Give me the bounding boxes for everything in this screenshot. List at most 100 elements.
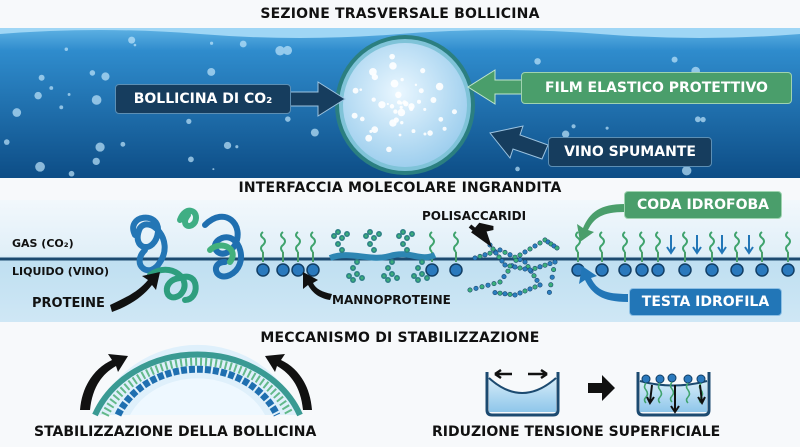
surfactant-tail-icon bbox=[669, 381, 675, 403]
polysaccharide-bead bbox=[499, 258, 505, 264]
bubble-dot bbox=[399, 105, 403, 109]
sugar-bead bbox=[419, 271, 425, 277]
bubble-dot bbox=[409, 106, 414, 111]
water-droplet bbox=[68, 170, 75, 177]
sugar-bead bbox=[415, 277, 421, 283]
water-droplet bbox=[89, 70, 96, 76]
bubble-dot bbox=[400, 120, 404, 125]
polysaccharide-bead bbox=[513, 257, 519, 263]
sugar-bead bbox=[367, 229, 373, 235]
polysaccharide-bead bbox=[549, 274, 555, 280]
polysaccharide-bead bbox=[502, 262, 508, 268]
sugar-bead bbox=[335, 241, 341, 247]
polysaccharide-bead bbox=[517, 257, 523, 263]
water-droplet bbox=[120, 141, 126, 147]
sugar-bead bbox=[335, 229, 341, 235]
hydrophobic-tail-icon bbox=[639, 231, 645, 253]
sugar-bead bbox=[367, 241, 373, 247]
hydrophobic-tail-icon bbox=[295, 231, 301, 253]
polysaccharide-bead bbox=[507, 291, 513, 297]
surfactant-head-icon bbox=[641, 374, 651, 384]
polysaccharide-bead bbox=[551, 267, 557, 273]
bubble-dot bbox=[359, 88, 363, 91]
sugar-bead bbox=[396, 233, 402, 239]
hydrophilic-head-icon bbox=[755, 263, 769, 277]
sugar-bead bbox=[354, 271, 360, 277]
down-arrow-icon bbox=[666, 235, 676, 255]
water-droplet bbox=[515, 166, 520, 172]
down-arrow-icon bbox=[744, 235, 754, 255]
arrow-to-bubble bbox=[289, 81, 346, 117]
polysaccharide-bead bbox=[505, 268, 511, 274]
water-droplet bbox=[49, 86, 54, 90]
water-droplet bbox=[95, 142, 105, 152]
bubble-dot bbox=[420, 68, 426, 74]
sugar-bead bbox=[354, 259, 360, 265]
water-droplet bbox=[207, 67, 216, 76]
polysaccharide-bead bbox=[467, 287, 473, 293]
water-droplet bbox=[12, 108, 22, 117]
water-droplet bbox=[35, 161, 45, 172]
polysaccharide-chains bbox=[467, 237, 560, 298]
hydrophobic-tail-icon bbox=[453, 231, 459, 253]
bubble-dot bbox=[438, 116, 444, 122]
bubble-dot bbox=[416, 99, 422, 104]
polysaccharide-bead bbox=[491, 281, 497, 287]
polysaccharide-bead bbox=[497, 279, 503, 285]
bubble-dot bbox=[351, 112, 358, 119]
water-droplet bbox=[64, 47, 69, 51]
bubble-dot bbox=[371, 97, 376, 102]
bubble-dot bbox=[393, 109, 398, 114]
sugar-bead bbox=[363, 233, 369, 239]
water-droplet bbox=[534, 58, 541, 65]
transition-arrow bbox=[588, 375, 615, 401]
label-liquid: LIQUIDO (VINO) bbox=[12, 265, 110, 278]
sugar-bead bbox=[385, 277, 391, 283]
surfactant-layer bbox=[256, 231, 795, 277]
sugar-bead bbox=[381, 273, 387, 279]
polysaccharide-bead bbox=[497, 247, 503, 253]
water-droplet bbox=[605, 126, 609, 130]
polysaccharide-bead bbox=[517, 252, 523, 258]
water-droplet bbox=[694, 116, 701, 123]
polysaccharide-bead bbox=[473, 285, 479, 291]
polysaccharide-bead bbox=[534, 277, 540, 283]
polysaccharide-bead bbox=[552, 259, 558, 265]
water-droplet bbox=[671, 56, 678, 63]
hydrophobic-tail-icon bbox=[260, 231, 266, 253]
hydrophobic-tail-icon bbox=[785, 231, 791, 253]
hydrophilic-head-icon bbox=[256, 263, 270, 277]
bubble-dot bbox=[390, 79, 399, 88]
label-gas: GAS (CO₂) bbox=[12, 237, 74, 250]
down-arrow-icon bbox=[692, 235, 702, 255]
polysaccharide-bead bbox=[548, 282, 554, 288]
polysaccharide-bead bbox=[472, 255, 478, 261]
bubble-dot bbox=[400, 77, 404, 82]
polysaccharide-bead bbox=[522, 249, 528, 255]
water-droplet bbox=[571, 124, 576, 129]
polysaccharide-bead bbox=[485, 282, 491, 288]
bubble-dot bbox=[371, 73, 378, 81]
hydrophobic-tail-icon bbox=[682, 231, 688, 253]
sugar-bead bbox=[389, 271, 395, 277]
hydrophobic-tail-icon bbox=[759, 231, 765, 253]
hydrophilic-head-icon bbox=[276, 263, 290, 277]
water-droplet bbox=[133, 43, 137, 47]
label-proteins: PROTEINE bbox=[32, 296, 105, 311]
water-droplet bbox=[681, 166, 692, 176]
arrow-wine bbox=[489, 125, 549, 160]
label-polysaccharides: POLISACCARIDI bbox=[422, 209, 527, 223]
bubble-dot bbox=[418, 88, 424, 94]
sugar-bead bbox=[400, 229, 406, 235]
water-droplet bbox=[101, 72, 110, 81]
bubble-dot bbox=[411, 129, 416, 134]
arrow-polysaccharides bbox=[468, 222, 494, 248]
mannoprotein bbox=[328, 229, 437, 283]
bubble-dot bbox=[359, 116, 365, 122]
bubble-dot bbox=[414, 83, 418, 87]
beaker-before bbox=[485, 368, 560, 417]
polysaccharide-bead bbox=[532, 284, 538, 290]
hydrophilic-head-icon bbox=[449, 263, 463, 277]
polysaccharide-bead bbox=[507, 263, 513, 269]
bubble-dot bbox=[393, 117, 399, 123]
